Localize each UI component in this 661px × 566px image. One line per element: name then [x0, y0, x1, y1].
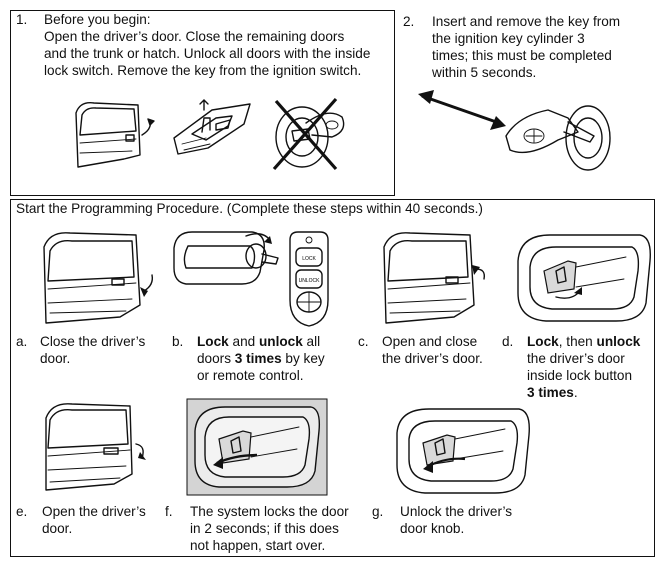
step-b-line-3: or remote control.	[197, 368, 304, 383]
step-d-letter: d.	[502, 334, 514, 349]
step-g-line-1: Unlock the driver’s	[400, 504, 513, 519]
step-f-line-2: in 2 seconds; if this does	[190, 521, 339, 536]
step1-line-2: and the trunk or hatch. Unlock all doors…	[44, 46, 371, 61]
step1-line-3: lock switch. Remove the key from the ign…	[44, 63, 362, 78]
step-a-line-1: Close the driver’s	[40, 334, 146, 349]
step-d-period: .	[573, 385, 578, 400]
step-b-unlock-word: unlock	[258, 334, 303, 349]
step-a-letter: a.	[16, 334, 28, 349]
step-d-lock-word: Lock	[527, 334, 559, 349]
ignition-crossed-illustration	[272, 97, 345, 171]
step-f-line-1: The system locks the door	[190, 504, 349, 519]
open-door-illustration	[75, 102, 155, 168]
step-f-letter: f.	[165, 504, 173, 519]
step-d-times: 3 times	[527, 385, 574, 400]
step-b-lock-word: Lock	[197, 334, 229, 349]
step-b-by-key: by key	[281, 351, 325, 366]
step-d-then: , then	[558, 334, 597, 349]
step-d-unlock-word: unlock	[596, 334, 641, 349]
open-close-door-illustration	[383, 232, 486, 324]
step-e-line-2: door.	[42, 521, 73, 536]
step-b-line-1: Lock and unlock all	[197, 334, 320, 351]
step2-line-4: within 5 seconds.	[432, 65, 537, 80]
step-f-line-3: not happen, start over.	[190, 538, 326, 553]
step2-line-2: the ignition key cylinder 3	[432, 31, 585, 46]
step1-title: Before you begin:	[44, 12, 151, 27]
unlock-knob-illustration	[396, 408, 530, 494]
lock-switch-illustration	[173, 99, 251, 155]
step-b-times: 3 times	[234, 351, 282, 366]
step-d-line-1: Lock, then unlock	[527, 334, 640, 351]
step-b-doors: doors	[197, 351, 235, 366]
open-door-step-e-illustration	[45, 403, 146, 491]
door-handle-key-illustration	[173, 231, 279, 285]
remote-control-illustration: LOCK UNLOCK	[289, 231, 329, 327]
step1-number: 1.	[16, 12, 28, 27]
system-locks-illustration	[186, 398, 328, 496]
step-d-line-2: the driver’s door	[527, 351, 625, 366]
remote-lock-label: LOCK	[302, 256, 316, 262]
step-g-letter: g.	[372, 504, 384, 519]
step-b-and: and	[228, 334, 259, 349]
step-b-letter: b.	[172, 334, 184, 349]
step-b-all: all	[302, 334, 321, 349]
step2-number: 2.	[403, 14, 415, 29]
programming-panel	[10, 199, 655, 557]
step-c-letter: c.	[358, 334, 369, 349]
step-a-line-2: door.	[40, 351, 71, 366]
insert-remove-key-illustration	[418, 90, 611, 171]
step-e-letter: e.	[16, 504, 28, 519]
step-c-line-2: the driver’s door.	[382, 351, 483, 366]
step-g-line-2: door knob.	[400, 521, 465, 536]
remote-unlock-label: UNLOCK	[299, 278, 321, 284]
step-d-line-3: inside lock button	[527, 368, 633, 383]
step2-line-3: times; this must be completed	[432, 48, 612, 63]
programming-heading: Start the Programming Procedure. (Comple…	[16, 201, 483, 216]
inside-handle-lock-illustration	[517, 234, 651, 322]
close-door-illustration	[43, 232, 154, 324]
step2-line-1: Insert and remove the key from	[432, 14, 621, 29]
step1-panel	[10, 10, 395, 196]
step-b-line-2: doors 3 times by key	[197, 351, 325, 368]
step1-line-1: Open the driver’s door. Close the remain…	[44, 29, 345, 44]
step-e-line-1: Open the driver’s	[42, 504, 146, 519]
step-d-line-4: 3 times.	[527, 385, 578, 402]
step-c-line-1: Open and close	[382, 334, 478, 349]
